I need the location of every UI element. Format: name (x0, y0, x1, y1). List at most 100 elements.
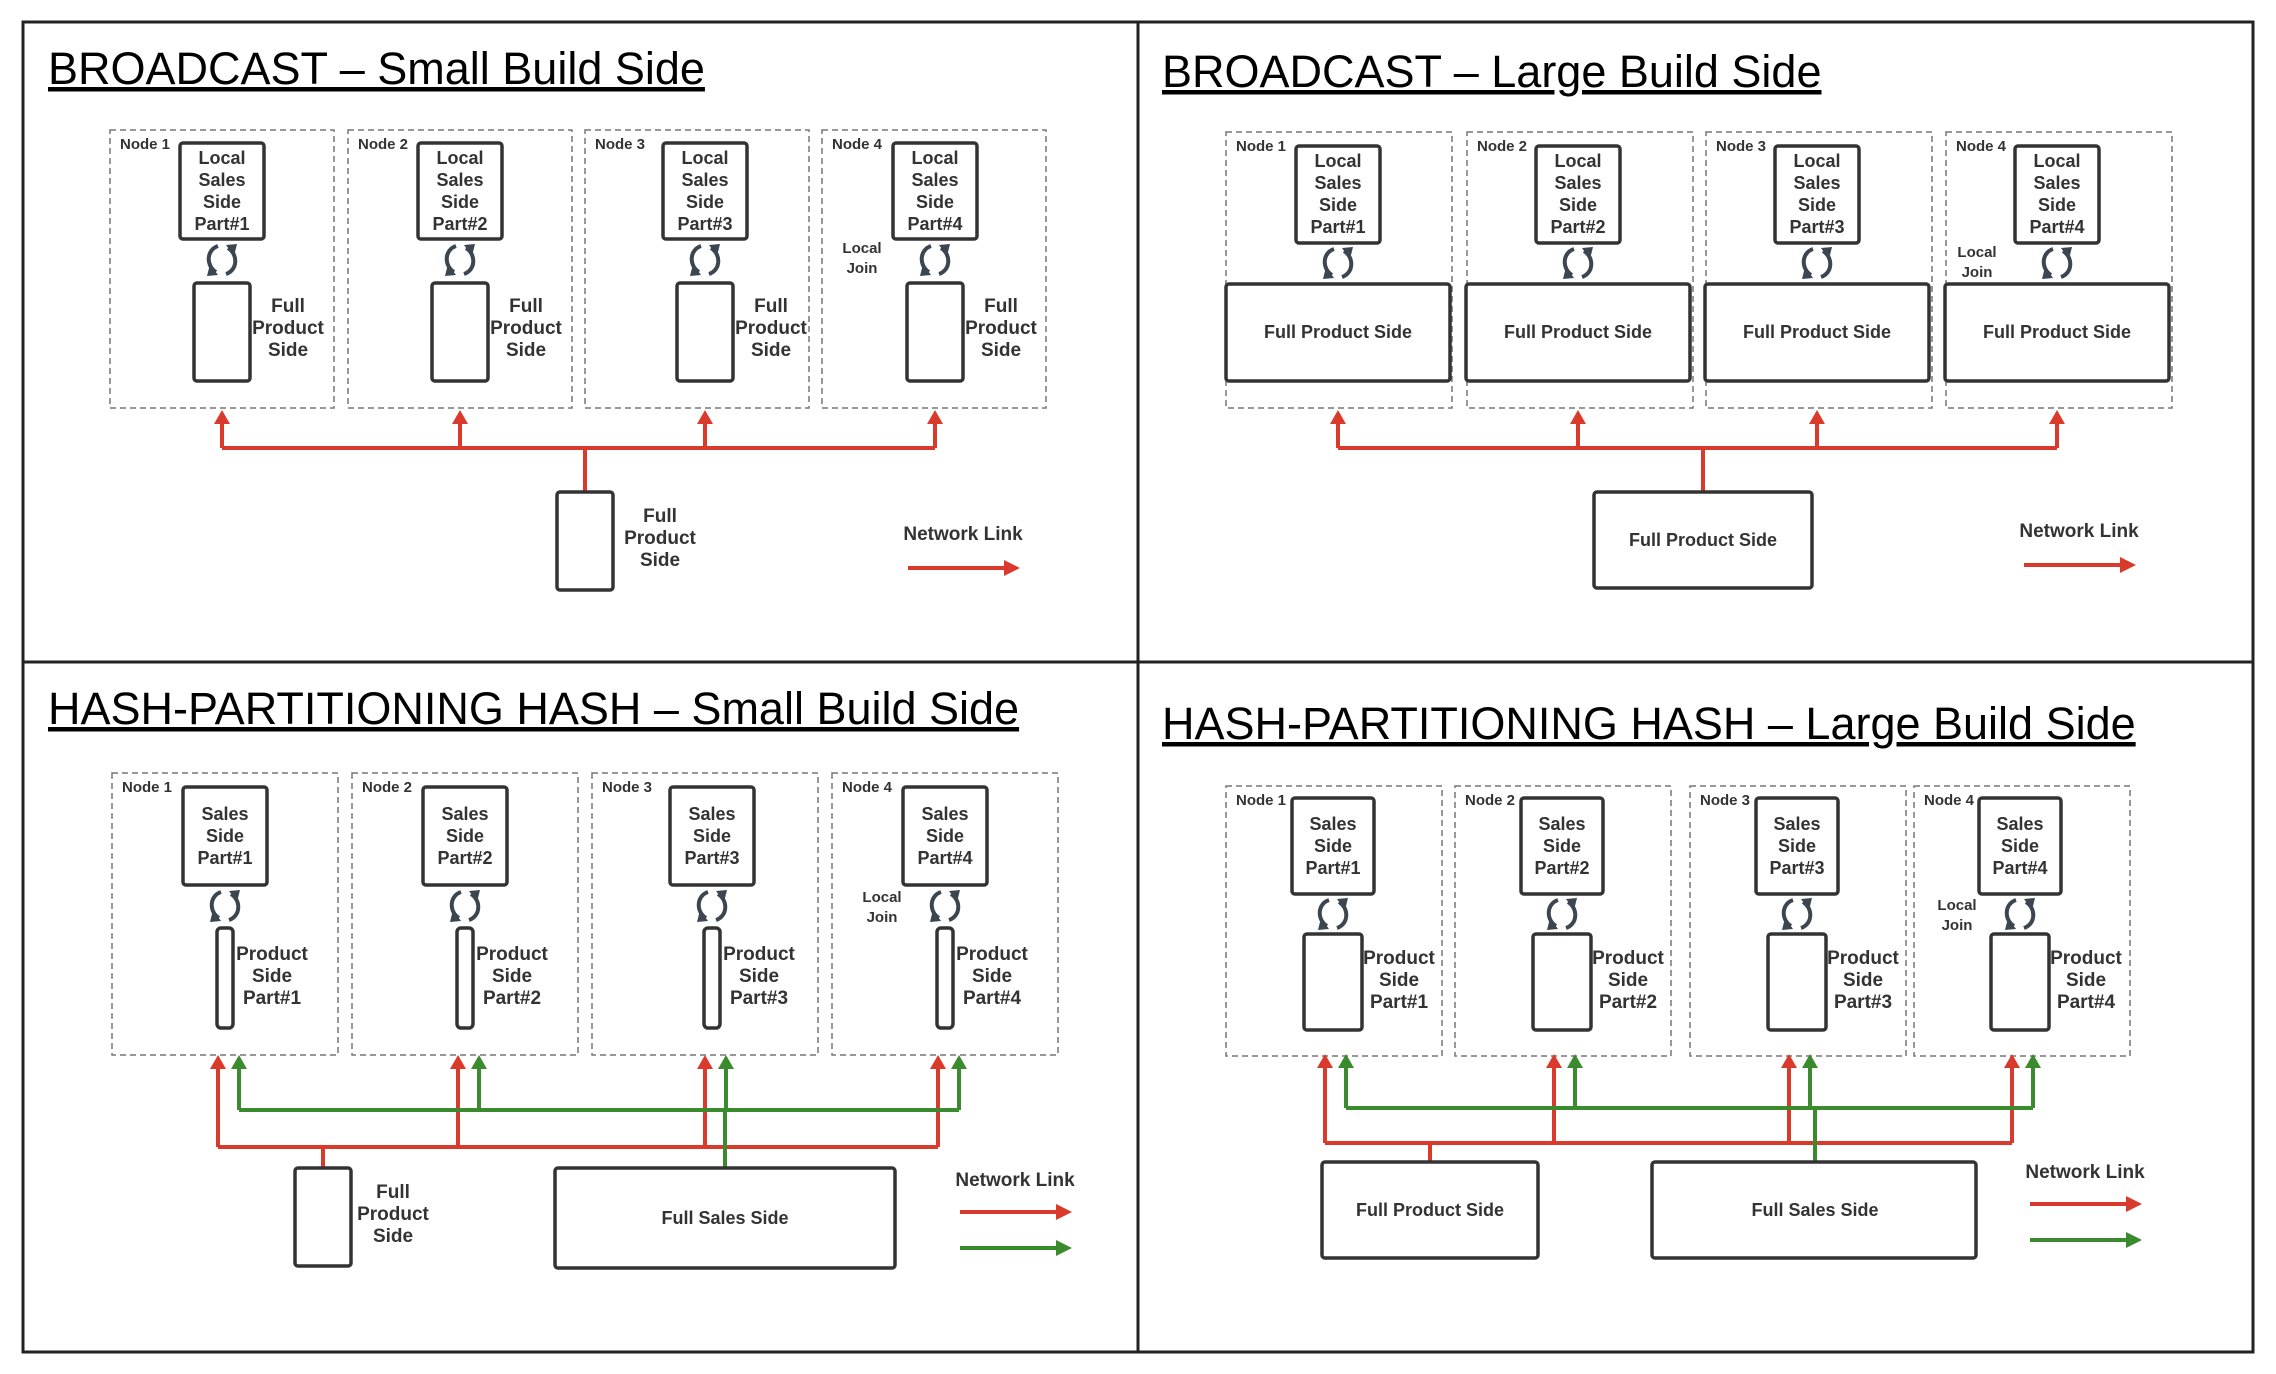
bidirectional-arrows-icon (449, 890, 481, 922)
local-join-label: Local (1937, 897, 1976, 914)
node-container (347, 129, 573, 409)
full-product-copy-box (430, 281, 490, 383)
product-partition-label: Side (2066, 970, 2106, 991)
green-partition-arrow-head (231, 1055, 247, 1069)
product-partition-label: Part#1 (1370, 992, 1429, 1013)
full-product-copy-label: Full Product Side (1504, 322, 1652, 342)
full-sales-source-label: Full Sales Side (1751, 1200, 1878, 1220)
red-partition-arrow-head (1546, 1054, 1562, 1068)
local-join-label: Join (867, 909, 898, 926)
join-arrowhead-right (226, 244, 237, 256)
join-arrowhead-left (1802, 267, 1813, 279)
product-partition-label: Side (1843, 970, 1883, 991)
bidirectional-arrows-icon (444, 244, 476, 276)
full-product-source-label: Product (357, 1204, 429, 1225)
full-product-copy-label: Product (490, 318, 562, 339)
panel-title-hash-large: HASH-PARTITIONING HASH – Large Build Sid… (1162, 698, 2136, 749)
join-arrowhead-left (1318, 918, 1329, 930)
local-join-label: Local (842, 240, 881, 257)
full-product-copy-label: Full (984, 296, 1018, 317)
node-container (1689, 785, 1907, 1057)
product-partition-label: Product (2050, 948, 2122, 969)
full-product-copy-box (1943, 282, 2171, 383)
panel-title-broadcast-large: BROADCAST – Large Build Side (1162, 46, 1822, 97)
product-partition-box (1989, 932, 2051, 1032)
sales-partition-label: Sales (201, 804, 248, 824)
sales-partition-label: Sales (688, 804, 735, 824)
node-container (1945, 131, 2173, 409)
panel-title-hash-small: HASH-PARTITIONING HASH – Small Build Sid… (48, 683, 1019, 734)
broadcast-arrow-head (452, 410, 468, 424)
broadcast-arrow-head (1330, 410, 1346, 424)
product-partition-label: Product (1363, 948, 1435, 969)
local-sales-partition-label: Sales (1793, 173, 1840, 193)
sales-partition-label: Part#1 (1305, 858, 1360, 878)
local-sales-partition-box (1294, 144, 1382, 245)
green-partition-arrow-head (1802, 1054, 1818, 1068)
green-partition-arrow-head (718, 1055, 734, 1069)
full-product-copy-box (192, 281, 252, 383)
sales-partition-label: Part#1 (197, 848, 252, 868)
join-arrowhead-right (949, 890, 960, 902)
legend-label: Network Link (903, 524, 1023, 545)
node-container (111, 772, 339, 1056)
sales-partition-label: Side (2001, 836, 2039, 856)
product-partition-label: Side (1608, 970, 1648, 991)
green-partition-arrow-head (1567, 1054, 1583, 1068)
full-product-source-label: Full Product Side (1629, 530, 1777, 550)
full-product-copy-label: Side (506, 340, 546, 361)
local-sales-partition-label: Local (1554, 151, 1601, 171)
green-partition-arrow-head (951, 1055, 967, 1069)
product-partition-box (1302, 932, 1364, 1032)
local-sales-partition-label: Local (681, 148, 728, 168)
node-label: Node 3 (602, 779, 652, 796)
bidirectional-arrows-icon (2041, 247, 2073, 279)
local-sales-partition-box (1534, 144, 1622, 245)
red-partition-arrow-head (697, 1055, 713, 1069)
product-partition-label: Part#3 (730, 988, 788, 1009)
full-product-copy-label: Side (981, 340, 1021, 361)
full-product-copy-label: Side (751, 340, 791, 361)
local-sales-partition-label: Part#2 (432, 214, 487, 234)
join-arrowhead-left (697, 910, 708, 922)
red-partition-arrow-head (2004, 1054, 2020, 1068)
node-label: Node 3 (1700, 792, 1750, 809)
node-label: Node 4 (842, 779, 893, 796)
bidirectional-arrows-icon (1322, 247, 1354, 279)
sales-partition-box (1519, 796, 1605, 896)
sales-partition-label: Side (1778, 836, 1816, 856)
join-arrowhead-right (1342, 247, 1353, 259)
sales-partition-box (1754, 796, 1840, 896)
join-arrowhead-right (1566, 898, 1577, 910)
local-sales-partition-label: Sales (681, 170, 728, 190)
full-product-copy-label: Full (271, 296, 305, 317)
sales-partition-label: Sales (441, 804, 488, 824)
bidirectional-arrows-icon (929, 890, 961, 922)
join-arrowhead-right (709, 244, 720, 256)
sales-partition-label: Part#3 (684, 848, 739, 868)
local-join-label: Join (1962, 264, 1993, 281)
local-sales-partition-label: Side (1798, 195, 1836, 215)
legend-arrowhead (2120, 557, 2136, 573)
local-join-label: Join (1942, 917, 1973, 934)
product-partition-box (1766, 932, 1828, 1032)
node-container (1466, 131, 1694, 409)
join-arrowhead-right (939, 244, 950, 256)
join-arrowhead-left (1323, 267, 1334, 279)
broadcast-arrow-head (2049, 410, 2065, 424)
legend-arrowhead (2126, 1196, 2142, 1212)
node-label: Node 4 (832, 136, 883, 153)
node-label: Node 2 (358, 136, 408, 153)
broadcast-arrow-head (927, 410, 943, 424)
bidirectional-arrows-icon (206, 244, 238, 276)
node-container (1454, 785, 1672, 1057)
sales-partition-label: Side (693, 826, 731, 846)
local-sales-partition-label: Part#3 (677, 214, 732, 234)
local-sales-partition-box (661, 141, 749, 241)
local-sales-partition-label: Sales (2033, 173, 2080, 193)
legend-arrowhead (1056, 1240, 1072, 1256)
node-container (1225, 131, 1453, 409)
sales-partition-label: Sales (1309, 814, 1356, 834)
join-arrowhead-left (1782, 918, 1793, 930)
